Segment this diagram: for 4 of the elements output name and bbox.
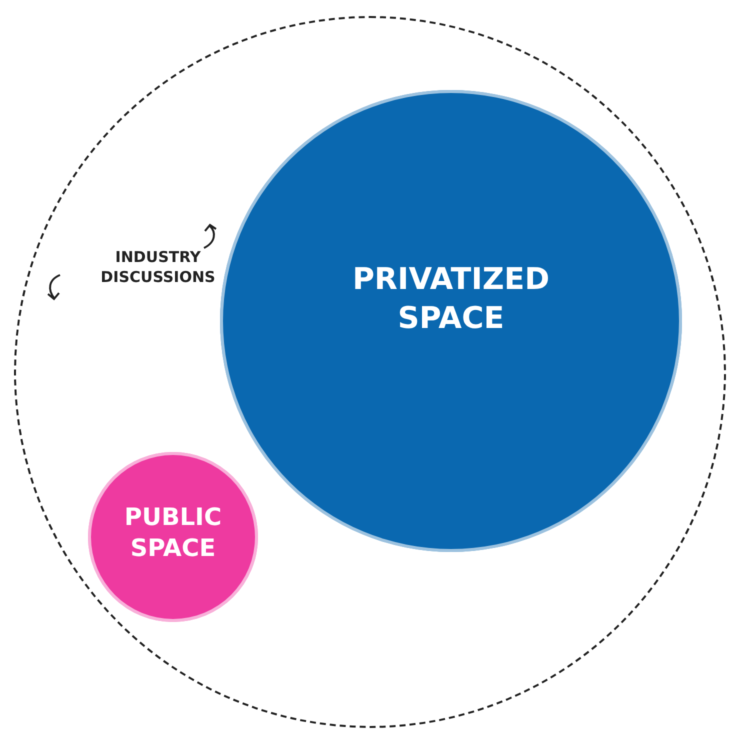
circle-label: PUBLIC SPACE bbox=[123, 502, 223, 564]
circle-label: PRIVATIZED SPACE bbox=[351, 261, 551, 338]
dashed-circle bbox=[14, 16, 726, 728]
circle-label: INDUSTRY DISCUSSIONS bbox=[100, 248, 216, 287]
